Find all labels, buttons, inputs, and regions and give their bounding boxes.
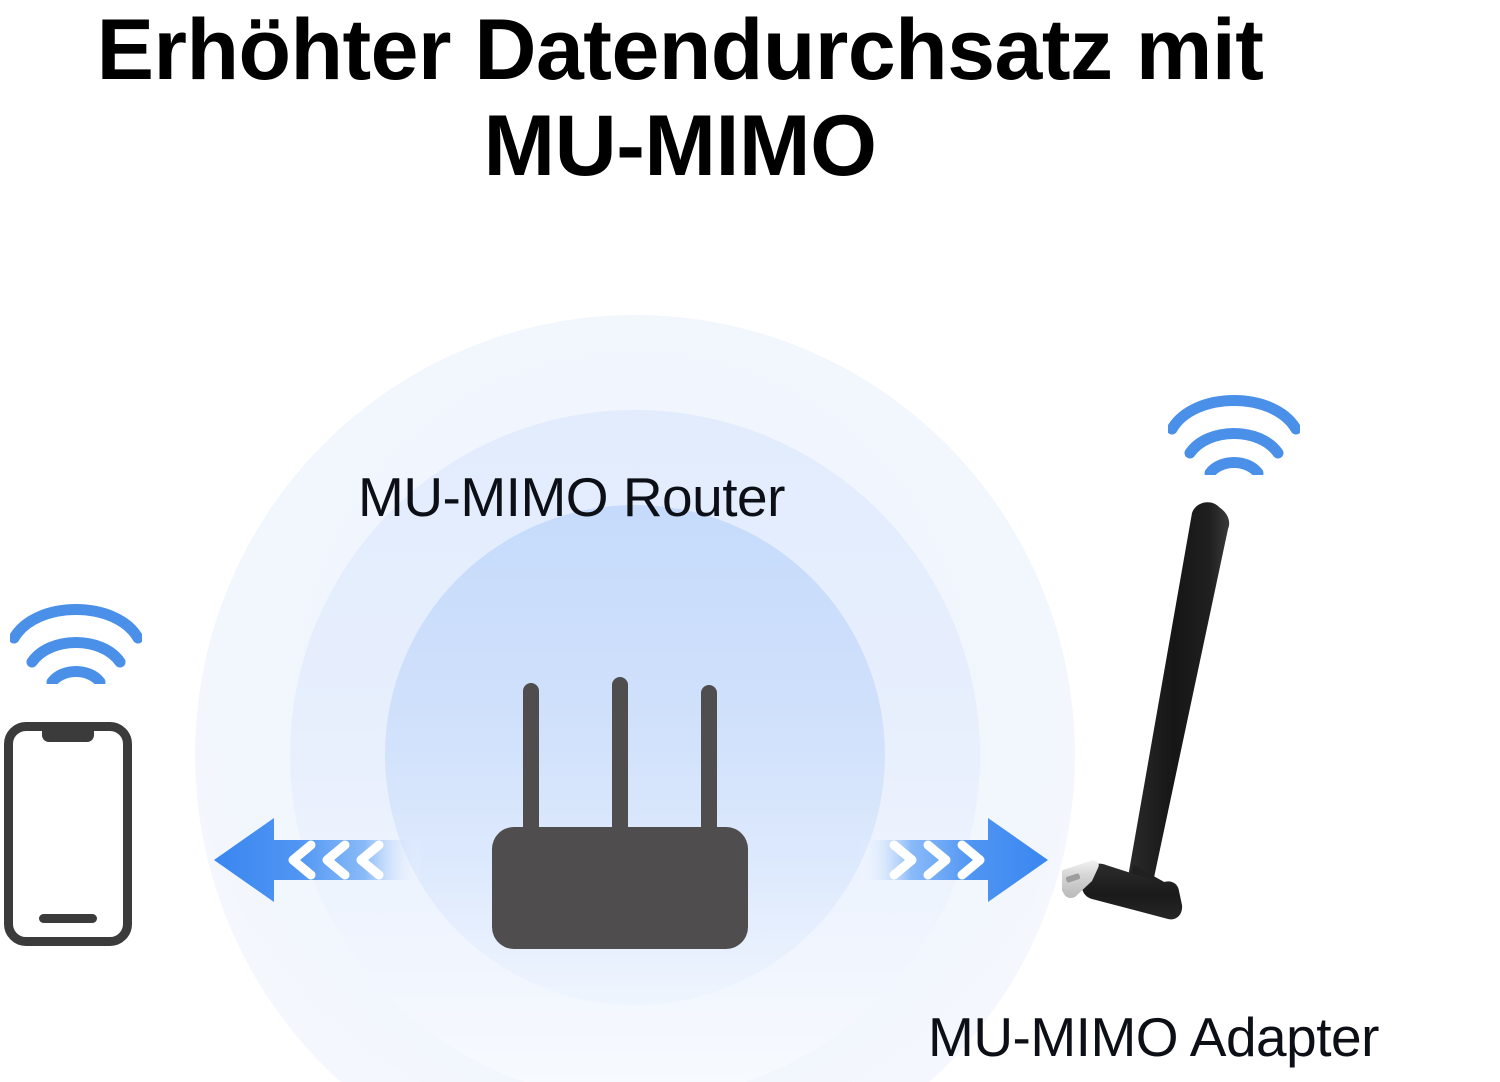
adapter-label: MU-MIMO Adapter bbox=[928, 1006, 1379, 1068]
usb-wifi-adapter-icon bbox=[1062, 502, 1230, 920]
page-title: Erhöhter Datendurchsatz mit MU-MIMO bbox=[0, 0, 1360, 194]
phone-notch bbox=[42, 730, 94, 742]
wifi-router-icon bbox=[492, 677, 748, 949]
phone-home-indicator bbox=[39, 914, 97, 923]
smartphone-icon bbox=[4, 722, 132, 946]
arrow-right-chevrons-icon bbox=[858, 818, 1048, 902]
wifi-icon-right bbox=[1168, 395, 1300, 475]
page-title-line-1: Erhöhter Datendurchsatz mit bbox=[96, 2, 1264, 98]
router-label: MU-MIMO Router bbox=[358, 466, 785, 528]
page-title-line-2: MU-MIMO bbox=[483, 98, 877, 194]
wifi-icon-left bbox=[10, 604, 142, 684]
arrow-left-chevrons-icon bbox=[214, 818, 424, 902]
